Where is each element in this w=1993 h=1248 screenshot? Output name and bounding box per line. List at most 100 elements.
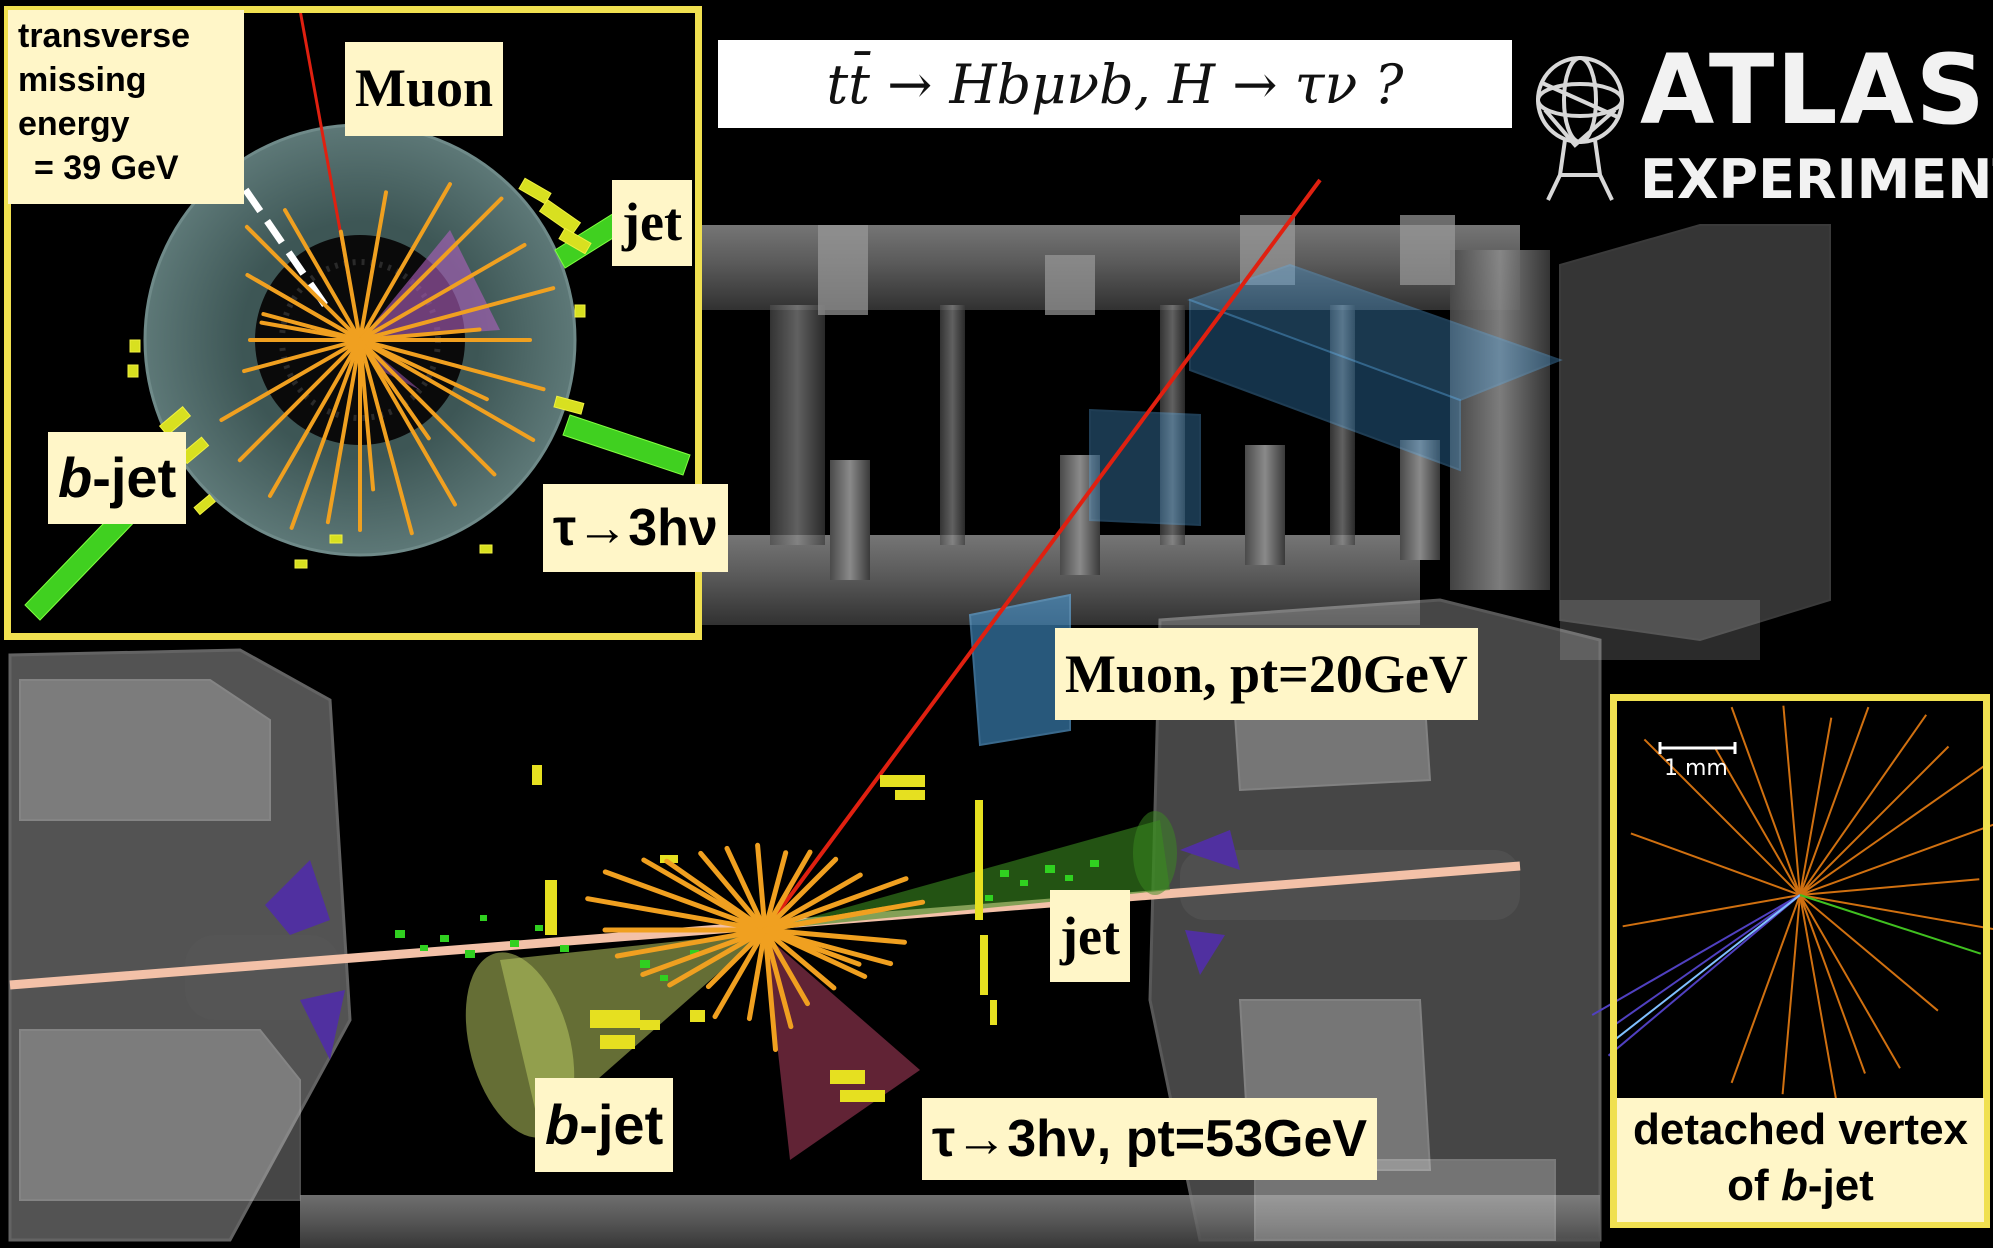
track: [724, 845, 768, 933]
track: [244, 224, 362, 342]
vertex-view-inset: [1591, 700, 1993, 1102]
track: [283, 208, 362, 342]
track: [1799, 823, 1993, 896]
track: [1622, 894, 1801, 928]
met-line-1: transverse: [18, 17, 191, 55]
track: [1630, 832, 1801, 896]
track: [705, 927, 768, 990]
track: [358, 190, 388, 342]
logo-experiment-word: EXPERIMENT: [1640, 148, 1993, 211]
track: [614, 927, 768, 959]
inset-bjet-rest: -jet: [92, 446, 177, 509]
muon-track: [763, 178, 1322, 932]
track: [1714, 747, 1801, 896]
inset-tau-label: τ→3hν: [543, 484, 728, 572]
track: [1799, 745, 1950, 896]
transverse-inset-frame: [4, 6, 702, 640]
track: [762, 906, 886, 933]
track: [698, 850, 768, 933]
event-hypothesis-title: tt̄ → Hbμνb, H → τν ?: [718, 40, 1512, 128]
track: [1799, 894, 1993, 931]
inset-bjet-b: b: [58, 446, 93, 509]
track: [762, 927, 907, 945]
track: [325, 338, 362, 525]
vertex-caption-line2: of b-jet: [1727, 1161, 1874, 1210]
inset-jet-label: jet: [612, 180, 692, 266]
jet-cone: [765, 820, 1170, 930]
track: [1799, 894, 1982, 955]
track: [762, 927, 837, 991]
track: [1799, 894, 1838, 1102]
track: [1799, 894, 1939, 1012]
atlas-globe-figure-icon: [1536, 56, 1624, 201]
title-formula: tt̄ → Hbμνb, H → τν ?: [826, 52, 1404, 116]
vertex-inset-frame: [1610, 694, 1990, 1228]
track: [358, 338, 414, 536]
track: [762, 927, 794, 1030]
track: [259, 320, 362, 342]
track: [358, 338, 457, 507]
track: [1730, 706, 1801, 896]
track: [762, 856, 839, 933]
bjet-b: b: [545, 1093, 580, 1156]
track: [1730, 894, 1801, 1084]
track: [237, 338, 362, 463]
track: [762, 849, 813, 933]
track: [358, 182, 452, 342]
track: [289, 338, 362, 530]
tau-cone: [765, 935, 920, 1160]
muon-label: Muon, pt=20GeV: [1055, 628, 1478, 720]
track: [762, 850, 789, 933]
track: [1643, 738, 1801, 896]
vertex-caption: detached vertex of b-jet: [1617, 1098, 1984, 1222]
track: [1799, 894, 1901, 1069]
bjet-label: b-jet: [535, 1078, 674, 1172]
track: [746, 927, 768, 1022]
track: [1611, 894, 1801, 1028]
track: [1607, 894, 1801, 1057]
track: [762, 927, 778, 1052]
met-line-2: missing: [18, 61, 147, 99]
vertex-caption-line1: detached vertex: [1632, 1105, 1969, 1154]
track: [1799, 717, 1833, 896]
track: [1799, 714, 1928, 896]
track: [338, 229, 362, 342]
track: [358, 338, 497, 477]
track: [1799, 878, 1980, 896]
bjet-rest: -jet: [579, 1093, 664, 1156]
track: [358, 338, 376, 492]
missing-energy-label: transverse missing energy = 39 GeV: [8, 10, 244, 204]
track: [762, 876, 909, 933]
track: [358, 338, 546, 392]
track: [762, 927, 862, 967]
track: [1610, 894, 1801, 1044]
track: [755, 842, 768, 933]
track: [1782, 705, 1801, 896]
track: [602, 869, 768, 933]
inset-bjet-label: b-jet: [48, 432, 187, 524]
track: [358, 338, 489, 402]
inset-muon-label: Muon: [345, 42, 504, 136]
track: [358, 243, 527, 342]
track: [1799, 894, 1866, 1074]
met-line-3: energy: [18, 105, 130, 143]
track: [254, 278, 362, 342]
track: [712, 927, 768, 1020]
track: [762, 927, 810, 1007]
track: [1781, 894, 1801, 1095]
track: [268, 338, 362, 498]
met-arrow: [222, 158, 328, 307]
logo-atlas-word: ATLAS: [1640, 34, 1987, 146]
track: [762, 872, 863, 933]
track: [664, 858, 768, 933]
jet-label: jet: [1050, 890, 1130, 982]
track: [358, 327, 482, 342]
track: [585, 896, 768, 933]
track: [667, 927, 768, 988]
track: [219, 338, 362, 422]
track: [1799, 762, 1989, 896]
track: [358, 338, 536, 442]
tau-label: τ→3hν, pt=53GeV: [922, 1098, 1378, 1180]
track: [1591, 894, 1801, 1016]
track: [358, 338, 431, 441]
